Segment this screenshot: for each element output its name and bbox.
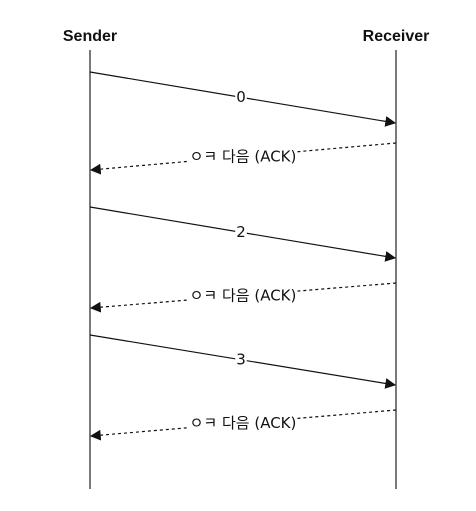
label-background [235, 224, 247, 241]
label-background [235, 351, 247, 368]
ack-label: ㅇㅋ 다음 (ACK) [190, 148, 297, 166]
packet-label: 0 [236, 88, 246, 106]
ack-label: ㅇㅋ 다음 (ACK) [190, 287, 297, 305]
ack-label: ㅇㅋ 다음 (ACK) [190, 414, 297, 432]
label-background [188, 415, 298, 431]
packet-label: 2 [236, 223, 246, 241]
label-background [188, 148, 298, 165]
sender-label: Sender [63, 28, 117, 45]
packet-label: 3 [236, 351, 246, 369]
label-background [188, 287, 298, 304]
label-background [235, 89, 247, 106]
message-list: 0 ㅇㅋ 다음 (ACK) 2 ㅇㅋ 다음 (ACK) 3 ㅇㅋ 다음 (ACK) [89, 71, 397, 441]
receiver-label: Receiver [363, 28, 430, 45]
